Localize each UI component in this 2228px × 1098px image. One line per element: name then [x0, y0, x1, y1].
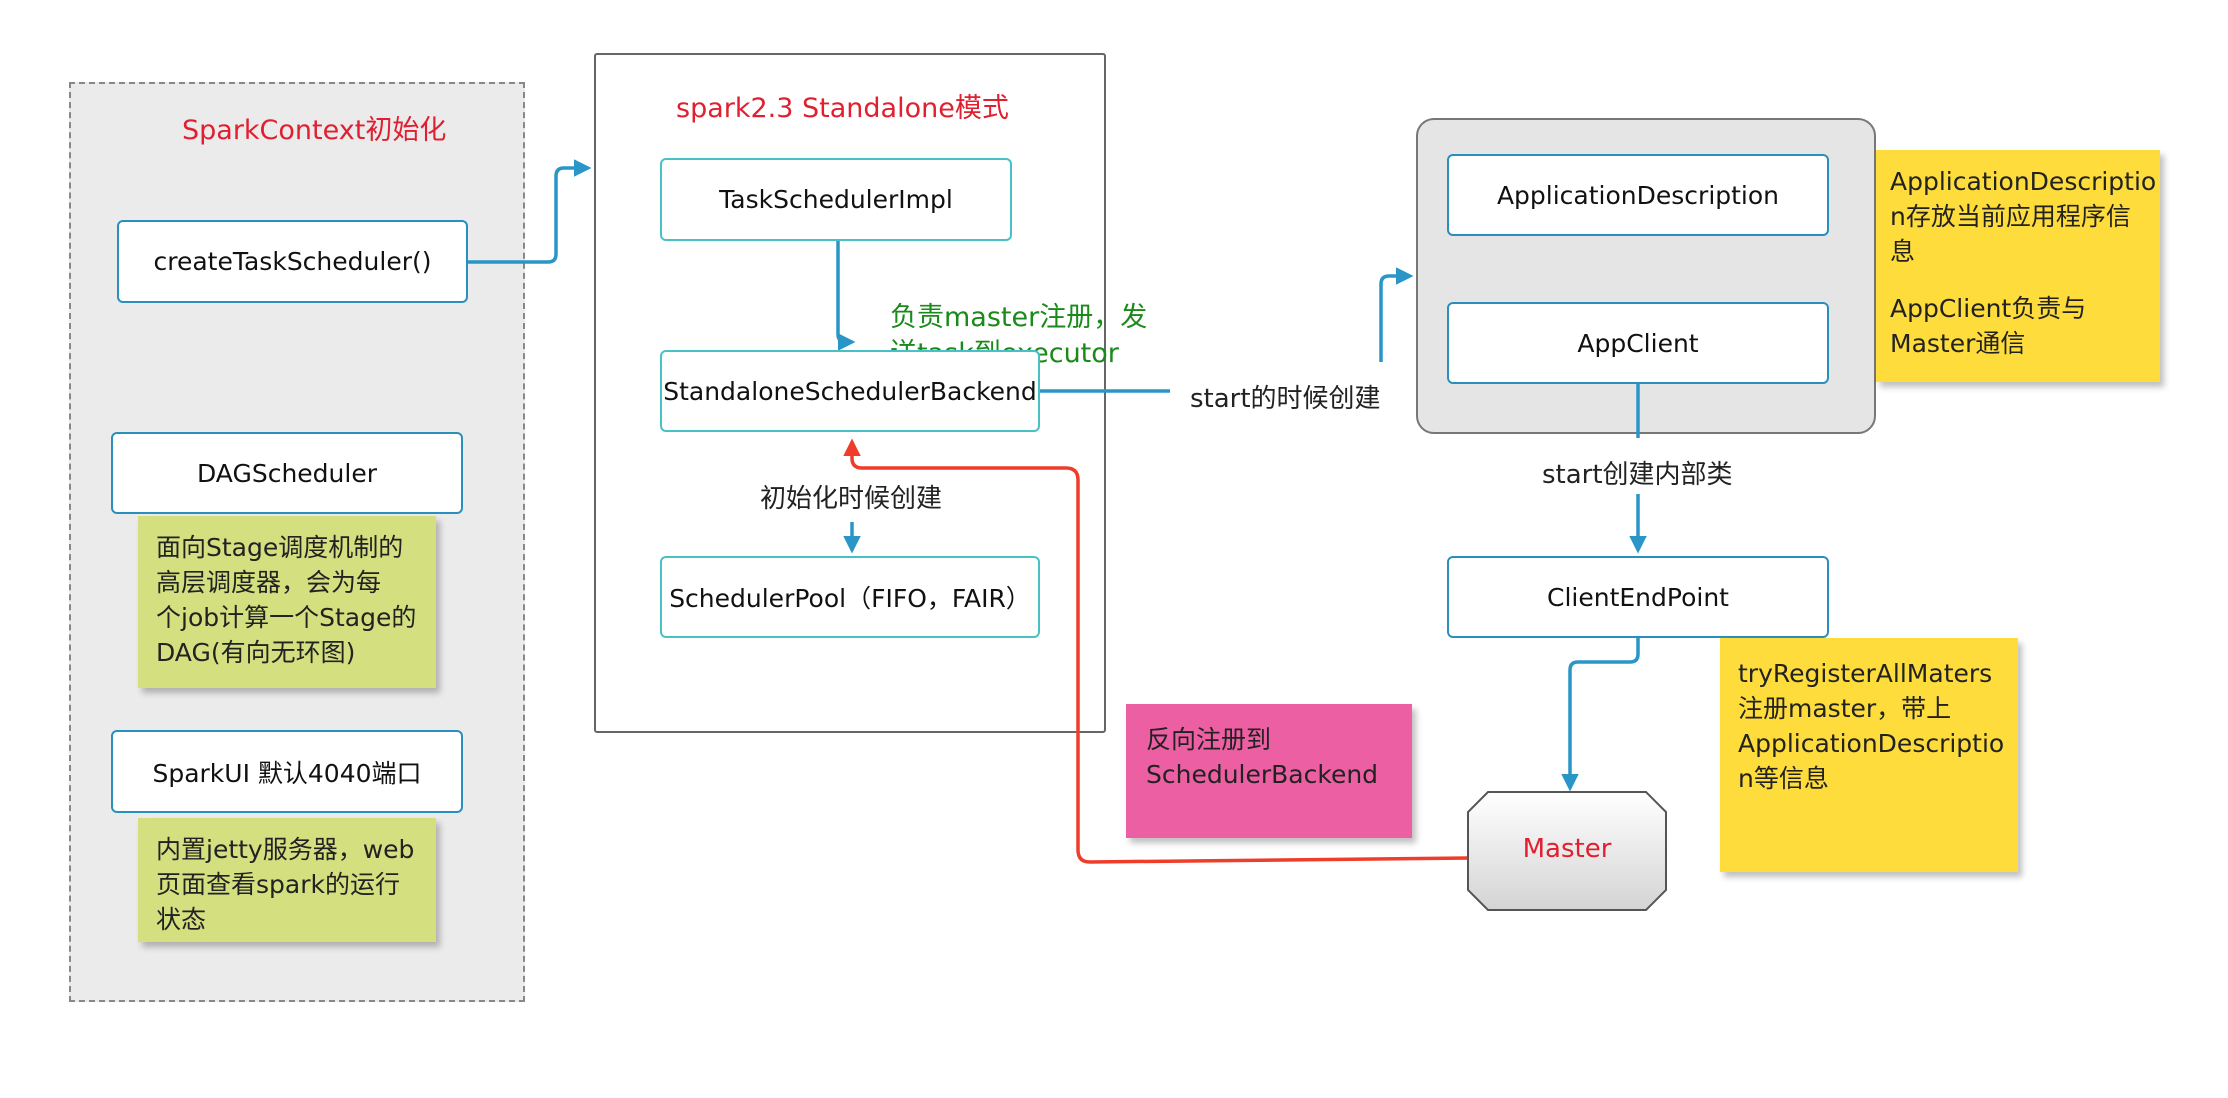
task-scheduler-impl-box[interactable]: TaskSchedulerImpl [660, 158, 1012, 241]
app-client-box[interactable]: AppClient [1447, 302, 1829, 384]
pink-note-line: 反向注册到 [1146, 725, 1272, 754]
start-label: start的时候创建 [1190, 384, 1381, 414]
arrow-create-to-standalone [468, 159, 592, 264]
dag-note-line: 面向Stage调度机制的 [156, 533, 404, 562]
arrow-impl-to-backend [836, 241, 856, 351]
create-task-scheduler-box[interactable]: createTaskScheduler() [117, 220, 468, 303]
sparkui-note: 内置jetty服务器，web 页面查看spark的运行 状态 [138, 818, 436, 942]
yellow-note-top: ApplicationDescriptio n存放当前应用程序信 息 AppCl… [1876, 150, 2160, 382]
dag-scheduler-note: 面向Stage调度机制的 高层调度器，会为每 个job计算一个Stage的 DA… [138, 516, 436, 688]
standalone-title: spark2.3 Standalone模式 [676, 93, 1009, 124]
scheduler-pool-box[interactable]: SchedulerPool（FIFO，FAIR） [660, 556, 1040, 638]
start-inner-label: start创建内部类 [1542, 460, 1733, 490]
yellow-bottom-line: tryRegisterAllMaters [1738, 659, 1993, 688]
sparkui-note-line: 状态 [156, 905, 207, 934]
standalone-scheduler-backend-box[interactable]: StandaloneSchedulerBackend [660, 350, 1040, 432]
yellow-top-line: n存放当前应用程序信 [1890, 202, 2131, 231]
sparkui-box[interactable]: SparkUI 默认4040端口 [111, 730, 463, 813]
yellow-top-line [1890, 269, 2146, 291]
yellow-top-line: ApplicationDescriptio [1890, 167, 2157, 196]
pink-note-line: SchedulerBackend [1146, 760, 1379, 789]
arrow-start-to-group [1379, 267, 1414, 362]
dag-note-line: 高层调度器，会为每 [156, 568, 382, 597]
arrow-endpoint-to-master [1561, 638, 1640, 792]
master-label: Master [1522, 834, 1612, 864]
yellow-bottom-line: n等信息 [1738, 764, 1829, 793]
yellow-top-line: 息 [1890, 237, 1916, 266]
yellow-top-line: AppClient负责与 [1890, 294, 2087, 323]
yellow-note-bottom: tryRegisterAllMaters 注册master，带上 Applica… [1720, 638, 2018, 872]
client-endpoint-box[interactable]: ClientEndPoint [1447, 556, 1829, 638]
dag-note-line: 个job计算一个Stage的 [156, 603, 417, 632]
yellow-bottom-line: ApplicationDescriptio [1738, 729, 2005, 758]
sparkui-note-line: 内置jetty服务器，web [156, 835, 415, 864]
yellow-bottom-line: 注册master，带上 [1738, 694, 1952, 723]
arrow-master-to-backend [843, 438, 1471, 864]
yellow-top-line: Master通信 [1890, 329, 2026, 358]
dag-scheduler-box[interactable]: DAGScheduler [111, 432, 463, 514]
master-node[interactable] [1466, 790, 1668, 912]
green-note-line: 负责master注册，发 [890, 302, 1148, 333]
sparkcontext-title: SparkContext初始化 [182, 115, 447, 146]
init-label: 初始化时候创建 [760, 484, 943, 514]
application-description-box[interactable]: ApplicationDescription [1447, 154, 1829, 236]
pink-note: 反向注册到 SchedulerBackend [1126, 704, 1412, 838]
dag-note-line: DAG(有向无环图) [156, 638, 356, 667]
sparkui-note-line: 页面查看spark的运行 [156, 870, 400, 899]
